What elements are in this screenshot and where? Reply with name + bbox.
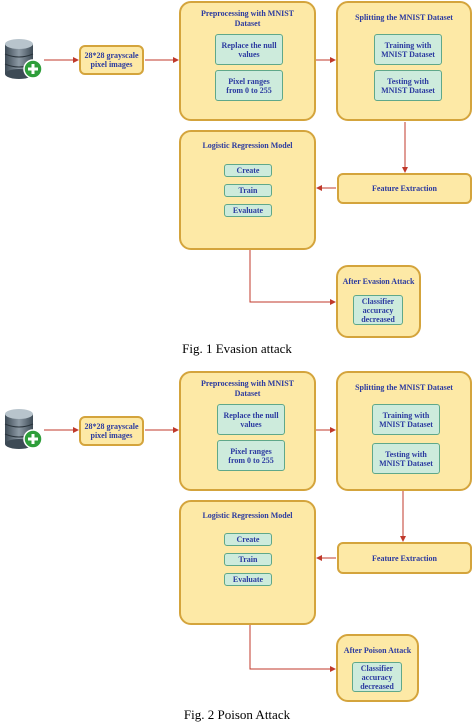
splitting-step-testing: Testing with MNIST Dataset: [372, 443, 440, 474]
logistic-regression-title: Logistic Regression Model: [202, 141, 293, 150]
attack-result: Classifier accuracy decreased: [353, 295, 403, 325]
preprocessing-step-pixel-ranges: Pixel ranges from 0 to 255: [217, 440, 285, 471]
model-step-train: Train: [224, 184, 272, 197]
flow-arrows: [44, 427, 406, 672]
preprocessing-box: Preprocessing with MNIST Dataset Replace…: [179, 1, 316, 121]
splitting-step-training: Training with MNIST Dataset: [374, 34, 442, 65]
logistic-regression-box: Logistic Regression Model Create Train E…: [179, 500, 316, 625]
splitting-box: Splitting the MNIST Dataset Training wit…: [336, 371, 472, 491]
database-add-icon: [4, 409, 43, 449]
figure-2-caption: Fig. 2 Poison Attack: [183, 707, 291, 722]
logistic-regression-box: Logistic Regression Model Create Train E…: [179, 130, 316, 250]
feature-extraction-box: Feature Extraction: [337, 542, 472, 574]
flow-arrows: [44, 57, 408, 305]
feature-extraction-label: Feature Extraction: [372, 184, 437, 193]
input-images-box: 28*28 grayscale pixel images: [79, 45, 144, 75]
preprocessing-step-replace-null: Replace the null values: [217, 404, 285, 435]
model-step-create: Create: [224, 533, 272, 546]
splitting-title: Splitting the MNIST Dataset: [355, 13, 453, 22]
input-images-box: 28*28 grayscale pixel images: [79, 416, 144, 446]
preprocessing-title: Preprocessing with MNIST Dataset: [200, 379, 295, 398]
preprocessing-step-replace-null: Replace the null values: [215, 34, 283, 65]
arrow-model-to-attack: [249, 250, 336, 305]
model-step-evaluate: Evaluate: [224, 573, 272, 586]
model-step-train: Train: [224, 553, 272, 566]
figure-1-evasion-attack: 28*28 grayscale pixel images Preprocessi…: [4, 1, 472, 356]
splitting-step-training: Training with MNIST Dataset: [372, 404, 440, 435]
attack-box: After Poison Attack Classifier accuracy …: [336, 634, 419, 702]
attack-result: Classifier accuracy decreased: [352, 662, 402, 692]
model-step-create: Create: [224, 164, 272, 177]
arrow-model-to-attack: [249, 625, 336, 672]
figure-2-poison-attack: 28*28 grayscale pixel images Preprocessi…: [0, 370, 474, 723]
attack-title: After Poison Attack: [343, 646, 412, 655]
input-images-label: 28*28 grayscale pixel images: [84, 422, 139, 440]
figure-1-caption: Fig. 1 Evasion attack: [182, 341, 292, 356]
splitting-box: Splitting the MNIST Dataset Training wit…: [336, 1, 472, 121]
preprocessing-title: Preprocessing with MNIST Dataset: [200, 9, 295, 28]
attack-box: After Evasion Attack Classifier accuracy…: [336, 265, 421, 338]
input-images-label: 28*28 grayscale pixel images: [84, 51, 139, 69]
splitting-step-testing: Testing with MNIST Dataset: [374, 70, 442, 101]
model-step-evaluate: Evaluate: [224, 204, 272, 217]
preprocessing-step-pixel-ranges: Pixel ranges from 0 to 255: [215, 70, 283, 101]
preprocessing-box: Preprocessing with MNIST Dataset Replace…: [179, 371, 316, 491]
attack-title: After Evasion Attack: [342, 277, 415, 286]
logistic-regression-title: Logistic Regression Model: [202, 511, 293, 520]
database-add-icon: [4, 39, 43, 79]
splitting-title: Splitting the MNIST Dataset: [355, 383, 453, 392]
feature-extraction-box: Feature Extraction: [337, 173, 472, 204]
feature-extraction-label: Feature Extraction: [372, 553, 437, 563]
